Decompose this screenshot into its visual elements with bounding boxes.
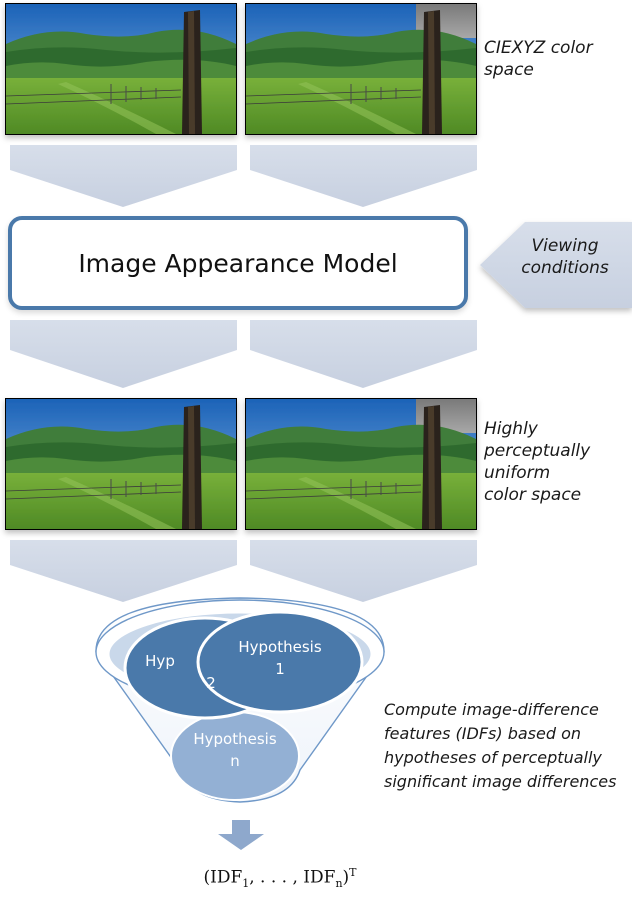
compute-idf-label: Compute image-difference features (IDFs)… — [384, 698, 616, 794]
hypothesis-1-ellipse — [196, 610, 364, 714]
compute-line-2: features (IDFs) based on — [384, 724, 581, 743]
photo-top-right — [245, 3, 477, 135]
uniform-space-line-1: Highly — [484, 419, 538, 439]
hypothesis-2-number: 2 — [206, 674, 216, 692]
compute-line-3: hypotheses of perceptually — [384, 748, 602, 767]
uniform-space-line-2: perceptually — [484, 441, 591, 461]
photo-top-left — [5, 3, 237, 135]
compute-line-4: significant image differences — [384, 772, 617, 791]
uniform-space-line-3: uniform — [484, 463, 551, 483]
ciexyz-label: CIEXYZ color space — [484, 38, 593, 80]
arrow-down-output — [218, 820, 264, 850]
arrow-down-3a — [10, 540, 237, 602]
arrow-down-1a — [10, 145, 237, 207]
hypothesis-2-label: Hyp — [145, 652, 175, 670]
arrow-down-3b — [250, 540, 477, 602]
compute-line-1: Compute image-difference — [384, 700, 599, 719]
image-appearance-model-label: Image Appearance Model — [78, 248, 398, 278]
arrow-down-2a — [10, 320, 237, 388]
hypothesis-1-label: Hypothesis 1 — [238, 638, 322, 678]
viewing-conditions-label: Viewing conditions — [521, 236, 609, 278]
uniform-space-line-4: color space — [484, 485, 582, 505]
photo-mid-right — [245, 398, 477, 530]
hypothesis-n-label: Hypothesis n — [193, 730, 277, 770]
idf-vector-formula: (IDF1, . . . , IDFn)T — [203, 866, 357, 891]
uniform-space-label: Highly perceptually uniform color space — [484, 418, 590, 506]
arrow-down-2b — [250, 320, 477, 388]
arrow-down-1b — [250, 145, 477, 207]
photo-mid-left — [5, 398, 237, 530]
image-appearance-model-box: Image Appearance Model — [8, 216, 468, 310]
viewing-conditions-arrow — [480, 222, 632, 308]
